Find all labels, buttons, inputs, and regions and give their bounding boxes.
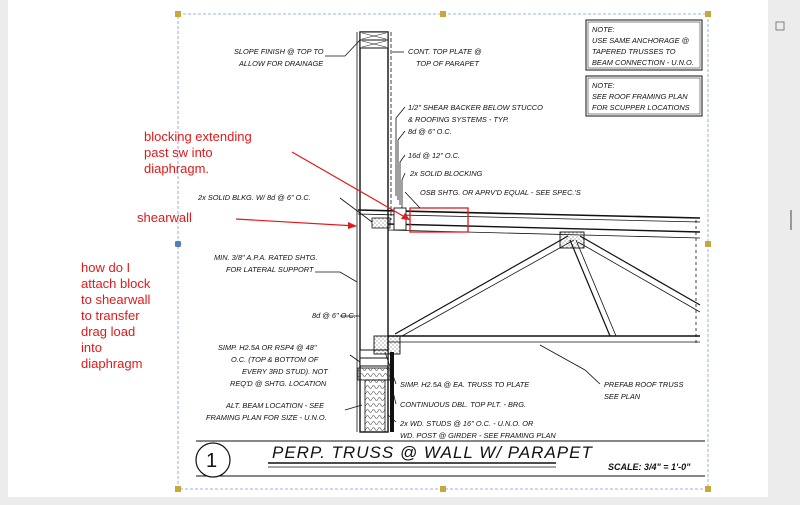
parapet-wall: [356, 31, 392, 433]
label-prefab-truss-1: PREFAB ROOF TRUSS: [604, 380, 683, 389]
label-osb-shtg: OSB SHTG. OR APRV'D EQUAL - SEE SPEC.'S: [420, 188, 581, 197]
annotation-question-5: drag load: [81, 324, 135, 339]
svg-text:NOTE:: NOTE:: [592, 25, 615, 34]
annotation-overlay: [235, 151, 469, 233]
label-8d-lower: 8d @ 6" O.C.: [312, 311, 356, 320]
label-dbl-top-plate: CONTINUOUS DBL. TOP PLT. - BRG.: [400, 400, 526, 409]
annotation-question-7: diaphragm: [81, 356, 142, 371]
annotation-question-2: attach block: [81, 276, 151, 291]
svg-text:TAPERED TRUSSES TO: TAPERED TRUSSES TO: [592, 47, 676, 56]
label-2x-solid-blocking: 2x SOLID BLOCKING: [409, 169, 483, 178]
label-simp-h25a-3: EVERY 3RD STUD). NOT: [242, 367, 328, 376]
label-min-shtg-2: FOR LATERAL SUPPORT: [226, 265, 314, 274]
label-shear-backer-1: 1/2" SHEAR BACKER BELOW STUCCO: [408, 103, 543, 112]
label-min-shtg-1: MIN. 3/8" A.P.A. RATED SHTG.: [214, 253, 318, 262]
annotation-blocking-1: blocking extending: [144, 129, 252, 144]
svg-text:USE SAME ANCHORAGE @: USE SAME ANCHORAGE @: [592, 36, 689, 45]
annotation-question-6: into: [81, 340, 102, 355]
label-simp-h25a-2: O.C. (TOP & BOTTOM OF: [231, 355, 319, 364]
annotation-question-4: to transfer: [81, 308, 140, 323]
leader-lines: [315, 39, 601, 423]
annotation-shearwall: shearwall: [137, 210, 192, 225]
selection-handles[interactable]: [174, 11, 711, 492]
detail-number-bubble: [195, 442, 231, 478]
svg-text:NOTE:: NOTE:: [592, 81, 615, 90]
label-simp-h25a-1: SIMP. H2.5A OR RSP4 @ 48": [218, 343, 317, 352]
label-prefab-truss-2: SEE PLAN: [604, 392, 641, 401]
label-shear-backer-2: & ROOFING SYSTEMS - TYP.: [408, 115, 509, 124]
window-icon[interactable]: [775, 21, 785, 31]
label-wd-studs-1: 2x WD. STUDS @ 16" O.C. - U.N.O. OR: [399, 419, 534, 428]
label-slope-finish-1: SLOPE FINISH @ TOP TO: [234, 47, 324, 56]
detail-scale: SCALE: 3/4" = 1'-0": [608, 462, 691, 472]
label-solid-blkg: 2x SOLID BLKG. W/ 8d @ 6" O.C.: [197, 193, 311, 202]
detail-title: PERP. TRUSS @ WALL W/ PARAPET: [272, 443, 593, 462]
annotation-blocking-3: diaphragm.: [144, 161, 209, 176]
svg-text:SEE ROOF FRAMING PLAN: SEE ROOF FRAMING PLAN: [592, 92, 688, 101]
detail-number: 1: [206, 450, 217, 472]
label-16d: 16d @ 12" O.C.: [408, 151, 460, 160]
red-annotations: blocking extending past sw into diaphrag…: [81, 129, 252, 371]
annotation-question-3: to shearwall: [81, 292, 150, 307]
note-box-1: NOTE: USE SAME ANCHORAGE @ TAPERED TRUSS…: [585, 19, 703, 71]
label-alt-beam-1: ALT. BEAM LOCATION - SEE: [225, 401, 324, 410]
roof-framing: [357, 207, 701, 432]
label-simp-h25a-truss: SIMP. H2.5A @ EA. TRUSS TO PLATE: [400, 380, 529, 389]
label-wd-studs-2: WD. POST @ GIRDER - SEE FRAMING PLAN: [400, 431, 556, 440]
title-block: 1 PERP. TRUSS @ WALL W/ PARAPET SCALE: 3…: [195, 440, 705, 478]
scrollbar-thumb[interactable]: [790, 210, 792, 230]
label-simp-h25a-4: REQ'D @ SHTG. LOCATION: [230, 379, 327, 388]
label-8d-upper: 8d @ 6" O.C.: [408, 127, 452, 136]
annotation-question-1: how do I: [81, 260, 130, 275]
label-cont-top-plate-1: CONT. TOP PLATE @: [408, 47, 482, 56]
annotation-blocking-2: past sw into: [144, 145, 213, 160]
label-slope-finish-2: ALLOW FOR DRAINAGE: [238, 59, 323, 68]
svg-text:FOR SCUPPER LOCATIONS: FOR SCUPPER LOCATIONS: [592, 103, 690, 112]
labels-right: CONT. TOP PLATE @ TOP OF PARAPET 1/2" SH…: [399, 47, 683, 440]
note-box-2: NOTE: SEE ROOF FRAMING PLAN FOR SCUPPER …: [585, 75, 703, 117]
label-alt-beam-2: FRAMING PLAN FOR SIZE - U.N.O.: [206, 413, 327, 422]
svg-text:BEAM CONNECTION - U.N.O.: BEAM CONNECTION - U.N.O.: [592, 58, 694, 67]
label-cont-top-plate-2: TOP OF PARAPET: [416, 59, 479, 68]
labels-left: SLOPE FINISH @ TOP TO ALLOW FOR DRAINAGE…: [197, 47, 356, 422]
